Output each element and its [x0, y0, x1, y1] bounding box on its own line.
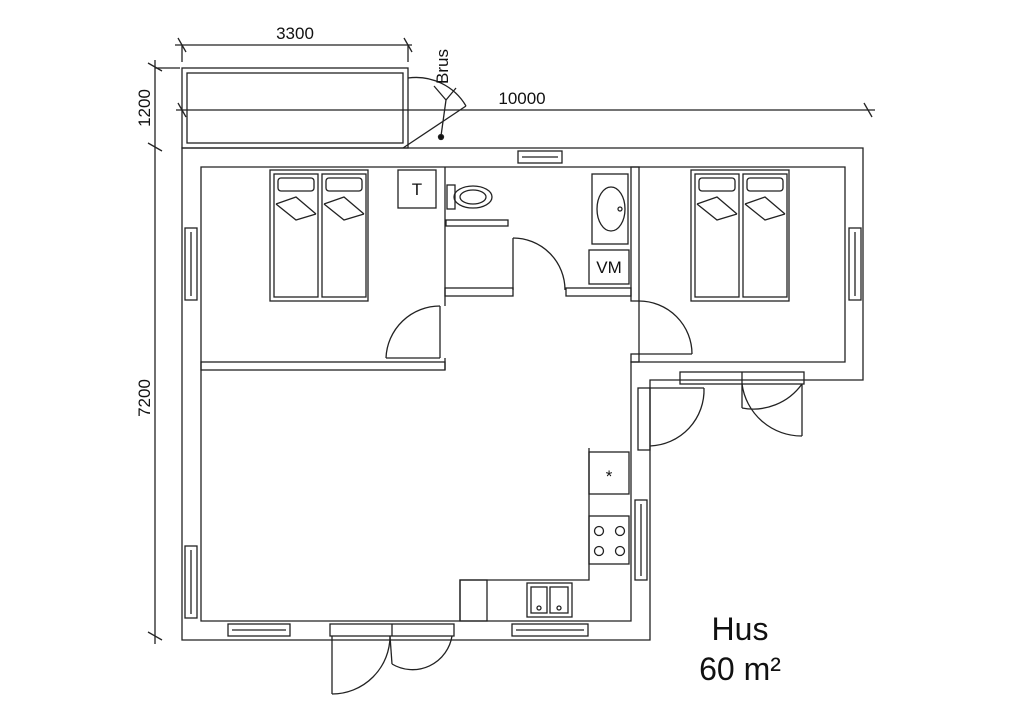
window-top-bath — [517, 150, 563, 164]
dimension-label-house-depth: 7200 — [135, 379, 154, 417]
kitchen-counter — [459, 448, 630, 622]
outer-wall — [181, 147, 864, 641]
inner-wall — [200, 166, 846, 622]
bathroom-counter — [445, 219, 509, 227]
plan-title: Hus — [712, 611, 769, 647]
stove-symbol: * — [606, 467, 613, 486]
door-entrance — [329, 623, 455, 695]
dimension-label-overall-width: 10000 — [498, 89, 545, 108]
kitchen-sink — [526, 582, 573, 618]
toilet-cabinet — [397, 169, 437, 209]
stove — [593, 525, 626, 557]
window-right-bedroom — [848, 227, 862, 301]
washing-machine — [588, 249, 630, 285]
toilet — [446, 184, 493, 210]
dimension-house-depth — [147, 152, 163, 644]
window-left-bedroom — [184, 227, 198, 301]
shower-marker — [433, 85, 457, 141]
window-bottom-left — [227, 623, 291, 637]
double-bed-right — [690, 169, 790, 302]
door-bathroom — [512, 237, 566, 291]
dimension-label-terrace-depth: 1200 — [135, 89, 154, 127]
dimension-top-width — [175, 37, 413, 62]
dimension-terrace-depth — [147, 60, 180, 152]
washbasin — [591, 173, 629, 245]
plan-area: 60 m² — [699, 651, 781, 687]
washing-machine-label: VM — [596, 258, 622, 277]
toilet-cabinet-label: T — [412, 180, 422, 199]
window-bottom-right — [511, 623, 589, 637]
terrace — [181, 67, 467, 149]
window-left-living — [184, 545, 198, 619]
double-bed-left — [269, 169, 369, 302]
dimension-label-top-width: 3300 — [276, 24, 314, 43]
door-bedroom-left — [385, 305, 441, 359]
interior-walls — [200, 166, 640, 371]
shower-label: Brus — [433, 49, 452, 84]
door-side-entrance — [637, 371, 805, 451]
door-bedroom-right — [638, 300, 693, 355]
window-right-kitchen — [634, 499, 648, 581]
